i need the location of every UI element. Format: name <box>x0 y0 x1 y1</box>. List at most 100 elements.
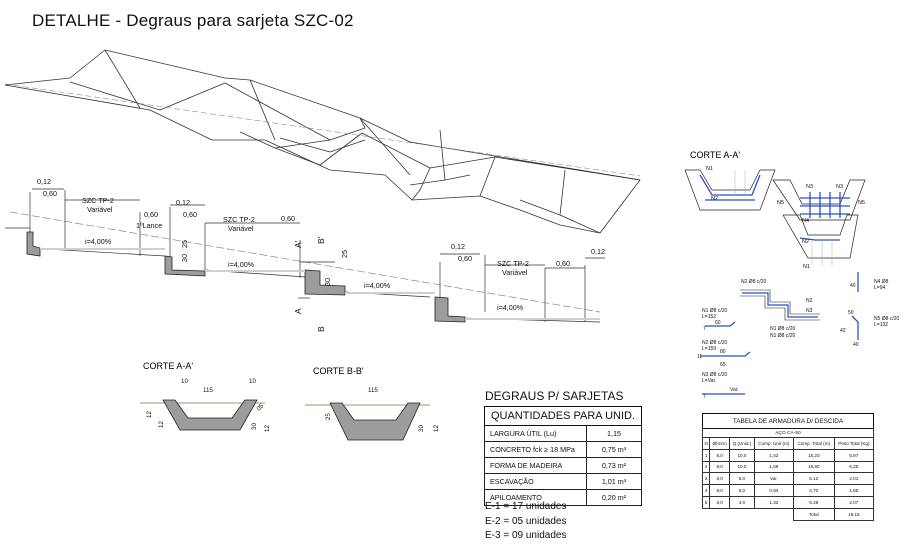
n2-dim-b: 80 <box>720 349 726 355</box>
n2-length: L=159 <box>702 346 716 352</box>
degraus-heading: DEGRAUS P/ SARJETAS <box>485 389 624 403</box>
aa-dim-1: 115 <box>203 387 213 394</box>
detail-n5-b: N5 <box>858 200 865 206</box>
aa-dim-6: 12 <box>264 425 271 432</box>
dim-060-d: 0,60 <box>281 214 295 223</box>
units-e2: E-2 = 05 unidades <box>485 515 567 527</box>
n3-dim-b: Var. <box>730 387 739 393</box>
quantities-table: QUANTIDADES PARA UNID. LARGURA ÚTIL (Lu)… <box>484 406 642 506</box>
corte-aa-title: CORTE A-A' <box>143 361 193 371</box>
dim-25-a: 25 <box>180 240 189 248</box>
dim-060-a: 0,60 <box>43 189 57 198</box>
n5-label: N5 Ø8 c/20 <box>874 316 900 322</box>
label-szc-3: SZC TP-2 <box>497 259 529 268</box>
detail-n1-b: N1 <box>803 264 810 270</box>
units-e1: E-1 = 17 unidades <box>485 501 567 512</box>
detail-n3-b: N3 <box>836 184 843 190</box>
label-slope-2: i=4,00% <box>228 260 255 269</box>
cut-b: B <box>316 326 326 332</box>
detail-n2-a: N2 <box>711 196 718 202</box>
n1-dim-a: 7 <box>703 326 706 332</box>
n2-label: N2 Ø8 c/20 <box>702 340 728 346</box>
step-label-n3: N3 <box>806 308 813 314</box>
n2-dim-a: 11 <box>697 354 702 360</box>
n5-length: L=132 <box>874 322 888 328</box>
n5-dim-a: 50 <box>848 310 854 316</box>
step-label-n2b: N2 <box>806 298 813 304</box>
detail-n3-a: N3 <box>806 184 813 190</box>
armadura-table: TABELA DE ARMADURA D/ DESCIDA AÇO CA-50 … <box>701 413 875 521</box>
aa-dim-7: 05 <box>255 402 265 412</box>
table-header: N Ø(mm) Q (Unid.) Comp. Unit (m) Comp. T… <box>701 437 875 450</box>
step-label-n1a: N1 Ø8 c/20 <box>770 326 796 332</box>
total-label: Total <box>792 507 835 521</box>
corte-aa-detail-title: CORTE A-A' <box>690 150 740 160</box>
aa-dim-0: 10 <box>181 378 188 385</box>
dim-060-c: 0,60 <box>183 210 197 219</box>
units-list: E-1 = 17 unidades E-2 = 05 unidades E-3 … <box>485 500 566 544</box>
aa-dim-2: 10 <box>249 378 256 385</box>
n4-dim: 40 <box>850 283 856 289</box>
n3-dim-a: 7 <box>703 394 706 400</box>
dim-012-a: 0,12 <box>37 177 51 186</box>
cut-b-prime: B' <box>316 236 326 244</box>
bb-dim-2: 30 <box>418 425 425 432</box>
step-label-n1b: N1 Ø8 c/20 <box>770 333 796 339</box>
n2-dim-c: 65 <box>720 362 726 368</box>
n1-dim-b: 60 <box>715 320 721 326</box>
aa-dim-3: 12 <box>146 411 153 418</box>
quantities-title: QUANTIDADES PARA UNID. <box>484 406 642 426</box>
total-value: 18,15 <box>833 507 875 521</box>
label-slope-1: i=4,00% <box>85 237 112 246</box>
label-variavel-3: Variável <box>502 268 528 277</box>
label-szc-1: SZC TP-2 <box>82 196 114 205</box>
bb-dim-0: 115 <box>368 387 378 394</box>
label-lance: 1ºLance <box>136 221 162 230</box>
dim-25-b: 25 <box>340 250 349 258</box>
dim-060-e: 0,60 <box>458 254 472 263</box>
dim-012-d: 0,12 <box>591 247 605 256</box>
n5-dim-c: 40 <box>853 342 859 348</box>
cut-a: A <box>293 308 303 314</box>
dim-30-b: 30 <box>323 278 332 286</box>
dim-012-c: 0,12 <box>451 242 465 251</box>
label-variavel-2: Variável <box>228 224 254 233</box>
aa-dim-4: 12 <box>158 421 165 428</box>
detail-n2-b: N2 <box>802 239 809 245</box>
units-e3: E-3 = 09 unidades <box>485 530 567 541</box>
dim-012-b: 0,12 <box>176 198 190 207</box>
label-szc-2: SZC TP-2 <box>223 215 255 224</box>
armadura-title: TABELA DE ARMADURA D/ DESCIDA <box>702 413 874 429</box>
cut-a-prime: A' <box>293 240 303 248</box>
step-label-n2: N2 Ø8 c/20 <box>741 279 767 285</box>
n5-dim-b: 42 <box>840 328 846 334</box>
detail-n1-a: N1 <box>706 166 713 172</box>
n3-label: N3 Ø8 c/20 <box>702 372 728 378</box>
dim-060-b: 0,60 <box>144 210 158 219</box>
label-slope-4: i=4,00% <box>497 303 524 312</box>
table-row: LARGURA ÚTIL (Lu)1,15 <box>484 425 642 442</box>
n4-length: L=94 <box>874 285 885 291</box>
bb-dim-1: 25 <box>325 413 332 420</box>
dim-060-f: 0,60 <box>556 259 570 268</box>
dim-30-a: 30 <box>180 254 189 262</box>
n1-label: N1 Ø8 c/20 <box>702 308 728 314</box>
armadura-subtitle: AÇO CA-50 <box>702 428 874 438</box>
detail-n4: N4 <box>802 218 809 224</box>
n4-label: N4 Ø8 <box>874 279 889 285</box>
page-title: DETALHE - Degraus para sarjeta SZC-02 <box>32 11 354 30</box>
label-variavel-1: Variável <box>87 205 113 214</box>
